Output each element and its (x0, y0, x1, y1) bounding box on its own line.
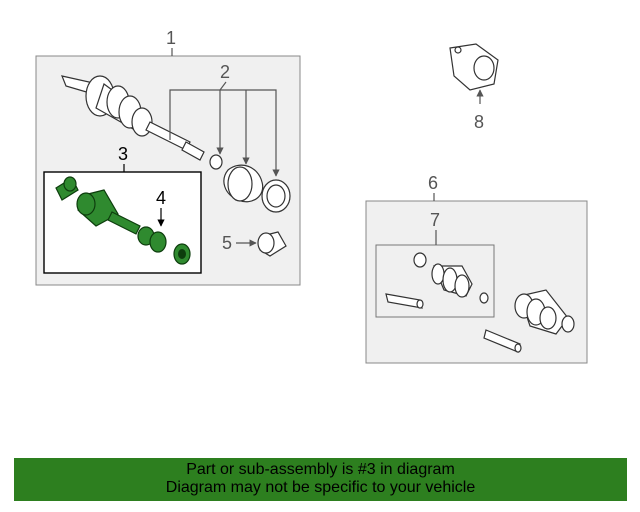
callout-1[interactable]: 1 (166, 28, 176, 48)
callout-4[interactable]: 4 (156, 188, 166, 208)
callout-8[interactable]: 8 (474, 112, 484, 132)
callout-6[interactable]: 6 (428, 173, 438, 193)
info-banner: Part or sub-assembly is #3 in diagram Di… (14, 458, 627, 501)
callout-2[interactable]: 2 (220, 62, 230, 82)
part-8-group[interactable]: 8 (450, 44, 498, 132)
assembly-1-group[interactable]: 1 2 5 (36, 28, 300, 285)
callout-7[interactable]: 7 (430, 210, 440, 230)
part-8-drawing (450, 44, 498, 90)
callout-5[interactable]: 5 (222, 233, 232, 253)
banner-line-2: Diagram may not be specific to your vehi… (14, 479, 627, 497)
assembly-6-group[interactable]: 6 7 (366, 173, 587, 363)
banner-line-1: Part or sub-assembly is #3 in diagram (14, 461, 627, 479)
callout-3[interactable]: 3 (118, 144, 128, 164)
